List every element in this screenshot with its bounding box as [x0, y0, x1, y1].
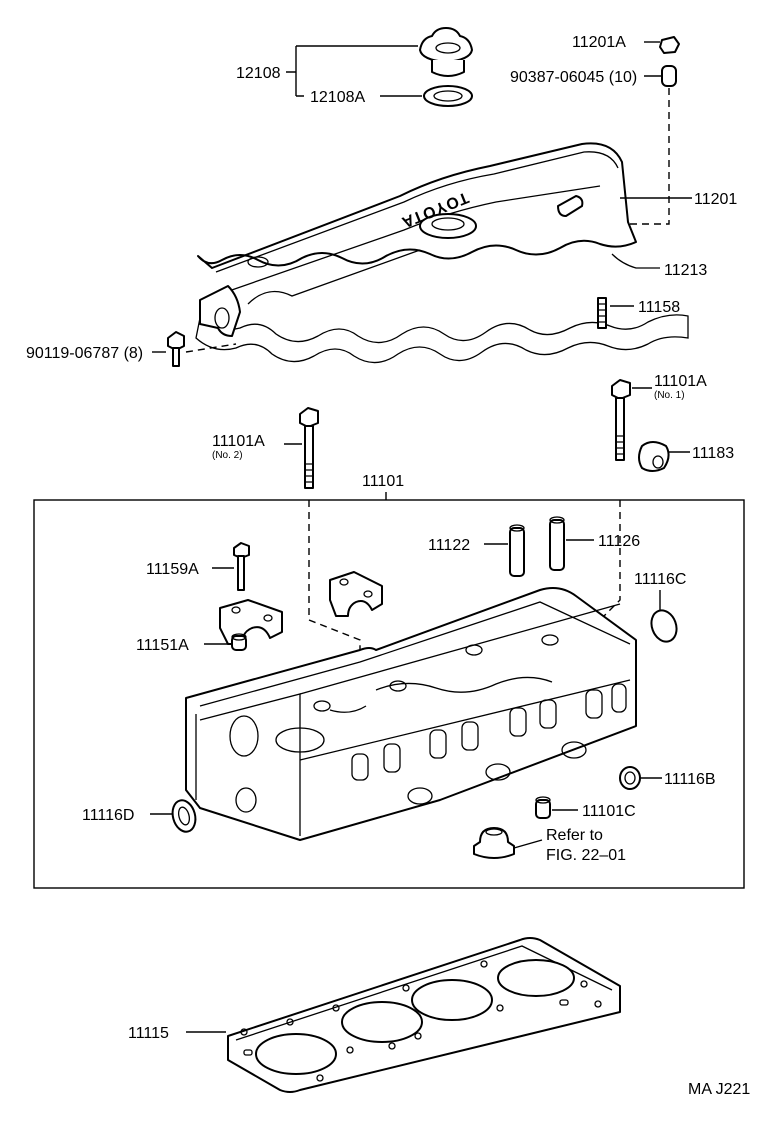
oil-filler-cap-part	[419, 27, 473, 77]
plug-11116d-part	[171, 799, 197, 833]
label-11158: 11158	[638, 299, 680, 316]
cylinder-head-part	[185, 587, 637, 841]
label-no1: (No. 1)	[654, 390, 685, 401]
cover-seal-washer-part	[661, 65, 677, 87]
label-12108a: 12108A	[310, 89, 365, 106]
dashed-ref-bolt-no1	[589, 500, 621, 631]
head-bolt-no2-part	[299, 407, 319, 489]
ring-dowel-part	[231, 633, 247, 651]
label-11101: 11101	[362, 473, 404, 490]
cylinder-head-gasket-part	[227, 937, 621, 1093]
dashed-ref-90119	[185, 343, 237, 353]
cylinder-head-group-frame	[33, 499, 745, 889]
refer-line-1: Refer to	[546, 827, 603, 844]
label-11183: 11183	[692, 445, 734, 462]
bearing-cap-bolt-part	[233, 542, 250, 591]
label-11101a-no2: 11101A	[212, 433, 265, 450]
label-11116c: 11116C	[634, 571, 686, 588]
leader-12108	[286, 45, 418, 97]
label-11101a-no1: 11101A	[654, 373, 707, 390]
label-11115: 11115	[128, 1025, 169, 1042]
figure-code: MA J221	[688, 1081, 750, 1098]
grommet-part	[659, 36, 680, 54]
stud-11158-part	[597, 297, 607, 329]
cylinder-head-cover-part	[195, 142, 689, 364]
leader-refer	[513, 839, 543, 849]
label-11159a: 11159A	[146, 561, 199, 578]
refer-line-2: FIG. 22–01	[546, 847, 626, 864]
valve-guide-exhaust-part	[549, 516, 565, 571]
label-12108: 12108	[236, 65, 281, 82]
label-no2: (No. 2)	[212, 450, 243, 461]
label-11101c: 11101C	[582, 803, 636, 820]
bearing-cap-center-part	[329, 571, 383, 617]
refer-fig-part	[473, 827, 515, 859]
leader-11213	[611, 253, 660, 269]
plug-11183-part	[638, 441, 670, 472]
label-11126: 11126	[598, 533, 640, 550]
label-11116b: 11116B	[664, 771, 716, 788]
head-bolt-no1-part	[611, 379, 631, 461]
label-11122: 11122	[428, 537, 470, 554]
label-11151a: 11151A	[136, 637, 189, 654]
label-11213: 11213	[664, 262, 707, 279]
label-11201a: 11201A	[572, 34, 626, 51]
cover-bolt-part	[167, 331, 185, 367]
oil-filler-cap-gasket-part	[423, 85, 473, 107]
dowel-11101c-part	[535, 796, 551, 819]
label-11116d: 11116D	[82, 807, 134, 824]
label-90119: 90119-06787 (8)	[26, 345, 143, 362]
label-90387: 90387-06045 (10)	[510, 69, 637, 86]
valve-guide-intake-part	[509, 524, 525, 577]
bearing-cap-left-part	[219, 599, 283, 645]
plug-11116b-part	[619, 766, 641, 790]
plug-11116c-part	[650, 609, 678, 643]
label-11201: 11201	[694, 191, 737, 208]
